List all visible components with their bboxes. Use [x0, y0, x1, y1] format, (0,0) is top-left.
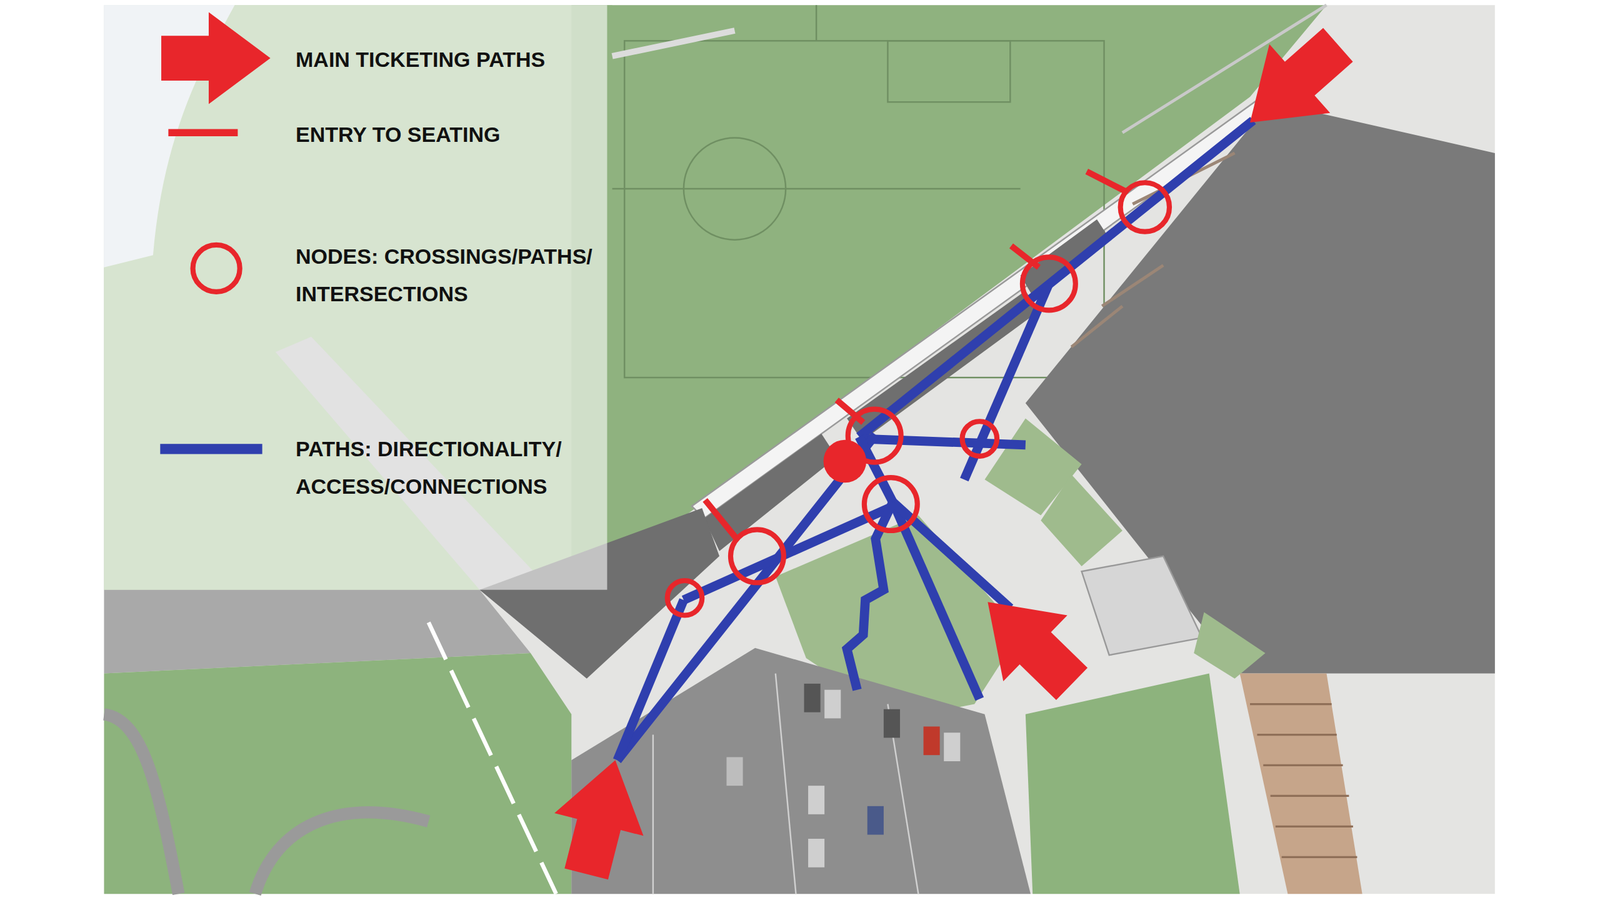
blue-paths	[862, 438, 1026, 445]
nodes	[730, 529, 784, 583]
parking-lot	[923, 726, 940, 755]
ground	[104, 714, 179, 894]
landscape	[1250, 704, 1357, 858]
entry-to-seating	[705, 171, 1127, 539]
nodes	[667, 182, 1170, 615]
parking-lot	[867, 806, 884, 835]
parking-lot	[883, 709, 900, 739]
soccer-field	[612, 188, 1021, 190]
ticketing-arrows	[955, 569, 1104, 717]
legend-panel	[193, 245, 240, 292]
legend-panel	[104, 5, 608, 590]
building	[1025, 101, 1495, 674]
ground	[428, 622, 557, 894]
legend-panel	[168, 129, 238, 137]
nodes	[823, 440, 867, 484]
nodes	[667, 580, 703, 616]
ground	[104, 5, 1495, 894]
landscape	[1040, 474, 1123, 567]
landscape	[1025, 673, 1240, 895]
parking-lot	[808, 838, 825, 868]
nodes	[962, 421, 998, 457]
legend-text: ENTRY TO SEATING	[295, 115, 621, 154]
blue-paths	[617, 120, 1254, 761]
nodes	[864, 477, 918, 531]
parking-lot	[571, 648, 1031, 894]
ground	[104, 5, 613, 590]
blue-paths	[617, 600, 684, 760]
legend-text: MAIN TICKETING PATHS	[295, 40, 621, 79]
entry-to-seating	[1086, 171, 1127, 192]
legend-text: NODES: CROSSINGS/PATHS/ INTERSECTIONS	[295, 237, 596, 313]
ticketing-arrows	[541, 10, 1369, 886]
parking-lot	[726, 756, 743, 786]
building	[1081, 556, 1203, 655]
ticketing-arrows	[1219, 10, 1369, 157]
parking-lot	[653, 673, 919, 895]
nodes	[1120, 182, 1170, 232]
blue-paths	[964, 283, 1050, 480]
parking-lot	[571, 648, 1031, 894]
legend-panel	[104, 5, 608, 590]
landscape	[1193, 612, 1265, 679]
ticketing-arrows	[541, 748, 660, 885]
parking-lot	[824, 690, 841, 719]
ground	[255, 812, 429, 894]
nodes	[1022, 256, 1076, 310]
legend-text: PATHS: DIRECTIONALITY/ ACCESS/CONNECTION…	[295, 430, 596, 505]
stands	[1020, 219, 1111, 296]
soccer-field	[612, 30, 735, 57]
parking-lot	[804, 683, 821, 713]
blue-paths	[859, 120, 1254, 437]
blue-paths	[893, 501, 980, 699]
parking-lot	[943, 732, 960, 762]
landscape	[1240, 673, 1363, 895]
parking-lot	[808, 785, 825, 815]
legend-panel	[160, 443, 262, 454]
soccer-field	[815, 5, 817, 41]
entry-to-seating	[705, 500, 737, 539]
ground	[104, 5, 1495, 894]
legend-panel	[161, 12, 271, 105]
blue-paths	[617, 435, 876, 761]
building	[1025, 101, 1495, 674]
soccer-field	[887, 40, 1010, 102]
